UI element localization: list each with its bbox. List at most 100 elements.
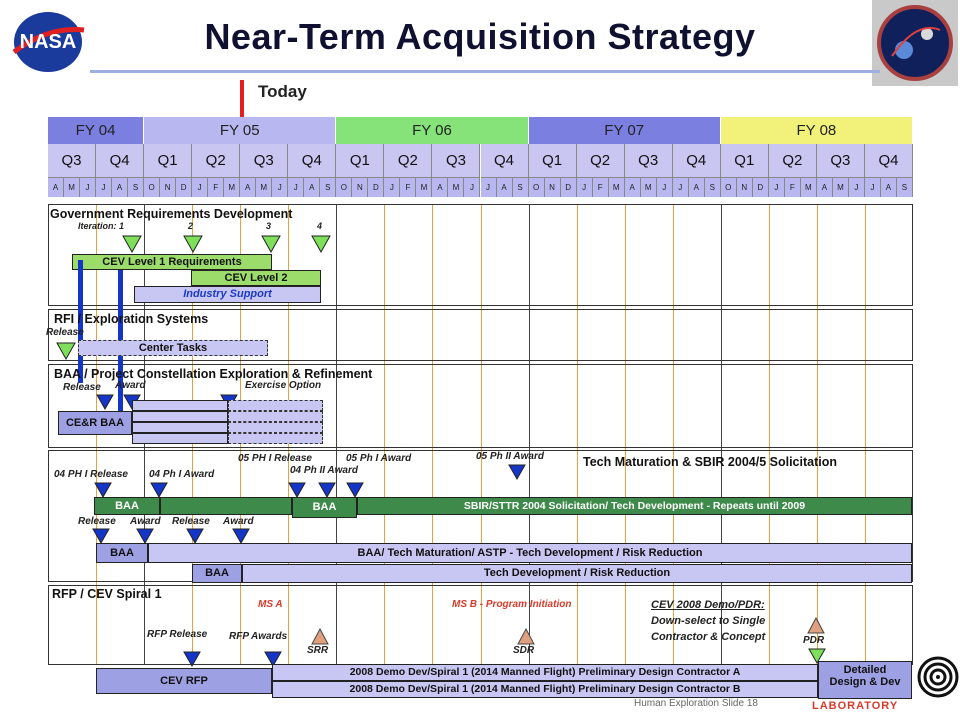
bar-option-segment (228, 433, 323, 444)
bar-cer-baa: CE&R BAA (58, 411, 132, 435)
review-milestone-triangle (517, 628, 535, 645)
milestone-triangle (183, 651, 201, 667)
quarter-cell: Q1 (336, 144, 385, 178)
month-cell: J (768, 178, 785, 197)
month-cell: J (576, 178, 593, 197)
month-cell: F (784, 178, 801, 197)
month-cell: J (96, 178, 113, 197)
fiscal-year-cell: FY 08 (720, 117, 913, 144)
bar-baa: BAA (192, 564, 242, 583)
month-cell: M (256, 178, 273, 197)
footer-text: Human Exploration Slide 18 (634, 698, 758, 709)
milestone-triangle (261, 235, 281, 253)
svg-text:NASA: NASA (20, 31, 77, 53)
panel-title: Government Requirements Development (50, 207, 293, 221)
milestone-label: 04 PH I Release (54, 469, 128, 480)
milestone-triangle (92, 528, 110, 544)
month-cell: O (144, 178, 161, 197)
rfp-awards-label: RFP Awards (229, 631, 288, 642)
bar-option-segment (228, 422, 323, 433)
month-cell: J (464, 178, 481, 197)
detailed-design-line: Design & Dev (829, 676, 901, 688)
month-cell: S (320, 178, 337, 197)
page-title: Near-Term Acquisition Strategy (204, 16, 756, 57)
exploration-logo (872, 0, 958, 86)
panel-government-requirements (48, 204, 913, 306)
bar-industry-support: Industry Support (134, 286, 321, 303)
quarter-gridline (384, 204, 385, 665)
rfp-release-label: RFP Release (147, 629, 208, 640)
quarter-cell: Q1 (144, 144, 193, 178)
month-cell: A (880, 178, 897, 197)
quarter-cell: Q3 (240, 144, 289, 178)
quarter-cell: Q3 (624, 144, 673, 178)
bar-cev-rfp: CEV RFP (96, 668, 272, 694)
month-cell: A (624, 178, 641, 197)
award-label: Award (115, 380, 146, 391)
month-cell: D (752, 178, 769, 197)
connector-line (78, 260, 83, 383)
iteration-label: 4 (317, 221, 323, 231)
quarter-gridline (673, 204, 674, 665)
month-cell: J (848, 178, 865, 197)
bar-option-segment (228, 400, 323, 411)
month-cell: M (224, 178, 241, 197)
fiscal-year-cell: FY 05 (144, 117, 337, 144)
bar-contractor-a: 2008 Demo Dev/Spiral 1 (2014 Manned Flig… (272, 664, 818, 681)
iteration-label: 2 (188, 221, 194, 231)
panel-rfi (48, 309, 913, 361)
milestone-triangle (264, 651, 282, 667)
month-cell: S (128, 178, 145, 197)
detailed-design-line: Detailed (843, 664, 887, 676)
cev-demo-label: CEV 2008 Demo/PDR: (651, 599, 765, 611)
quarter-cell: Q2 (576, 144, 625, 178)
month-cell: M (608, 178, 625, 197)
bar-contractor-b: 2008 Demo Dev/Spiral 1 (2014 Manned Flig… (272, 681, 818, 698)
milestone-triangle (346, 482, 364, 498)
month-cell: D (560, 178, 577, 197)
quarter-cell: Q1 (528, 144, 577, 178)
quarter-cell: Q4 (864, 144, 913, 178)
month-cell: A (688, 178, 705, 197)
month-cell: J (672, 178, 689, 197)
title-underline (90, 70, 880, 73)
milestone-triangle (808, 648, 826, 664)
month-cell: O (720, 178, 737, 197)
bar-sbir: SBIR/STTR 2004 Solicitation/ Tech Develo… (357, 497, 912, 515)
month-cell: S (896, 178, 913, 197)
month-cell: A (304, 178, 321, 197)
milestone-triangle (150, 482, 168, 498)
milestone-label: 05 PH I Release (238, 453, 312, 464)
bar-baa: BAA (94, 497, 160, 515)
pdr-label: PDR (803, 635, 825, 646)
fiscal-year-gridline (721, 204, 722, 665)
month-cell: A (432, 178, 449, 197)
bar-option-segment (228, 411, 323, 422)
bar-center-tasks: Center Tasks (78, 340, 268, 356)
milestone-triangle (186, 528, 204, 544)
month-cell: F (400, 178, 417, 197)
quarter-cell: Q3 (816, 144, 865, 178)
release-label: Release (63, 382, 101, 393)
quarter-cell: Q4 (96, 144, 145, 178)
milestone-label: 05 Ph I Award (346, 453, 412, 464)
ms-a-label: MS A (258, 599, 283, 610)
milestone-label: Release (172, 516, 210, 527)
footer-logo-text: LABORATORY (812, 700, 899, 712)
quarter-gridline (817, 204, 818, 665)
panel-title: RFP / CEV Spiral 1 (52, 587, 162, 601)
bar-baa: BAA (292, 497, 357, 518)
milestone-triangle (136, 528, 154, 544)
fiscal-year-cell: FY 04 (48, 117, 145, 144)
cev-demo-label: Contractor & Concept (651, 631, 766, 643)
quarter-gridline (769, 204, 770, 665)
month-cell: A (112, 178, 129, 197)
fiscal-year-cell: FY 07 (528, 117, 721, 144)
month-cell: M (448, 178, 465, 197)
target-logo-icon (917, 656, 959, 698)
quarter-gridline (481, 204, 482, 665)
month-cell: J (80, 178, 97, 197)
quarter-gridline (577, 204, 578, 665)
release-label: Release (46, 327, 84, 338)
iteration-label: Iteration: 1 (78, 221, 125, 231)
